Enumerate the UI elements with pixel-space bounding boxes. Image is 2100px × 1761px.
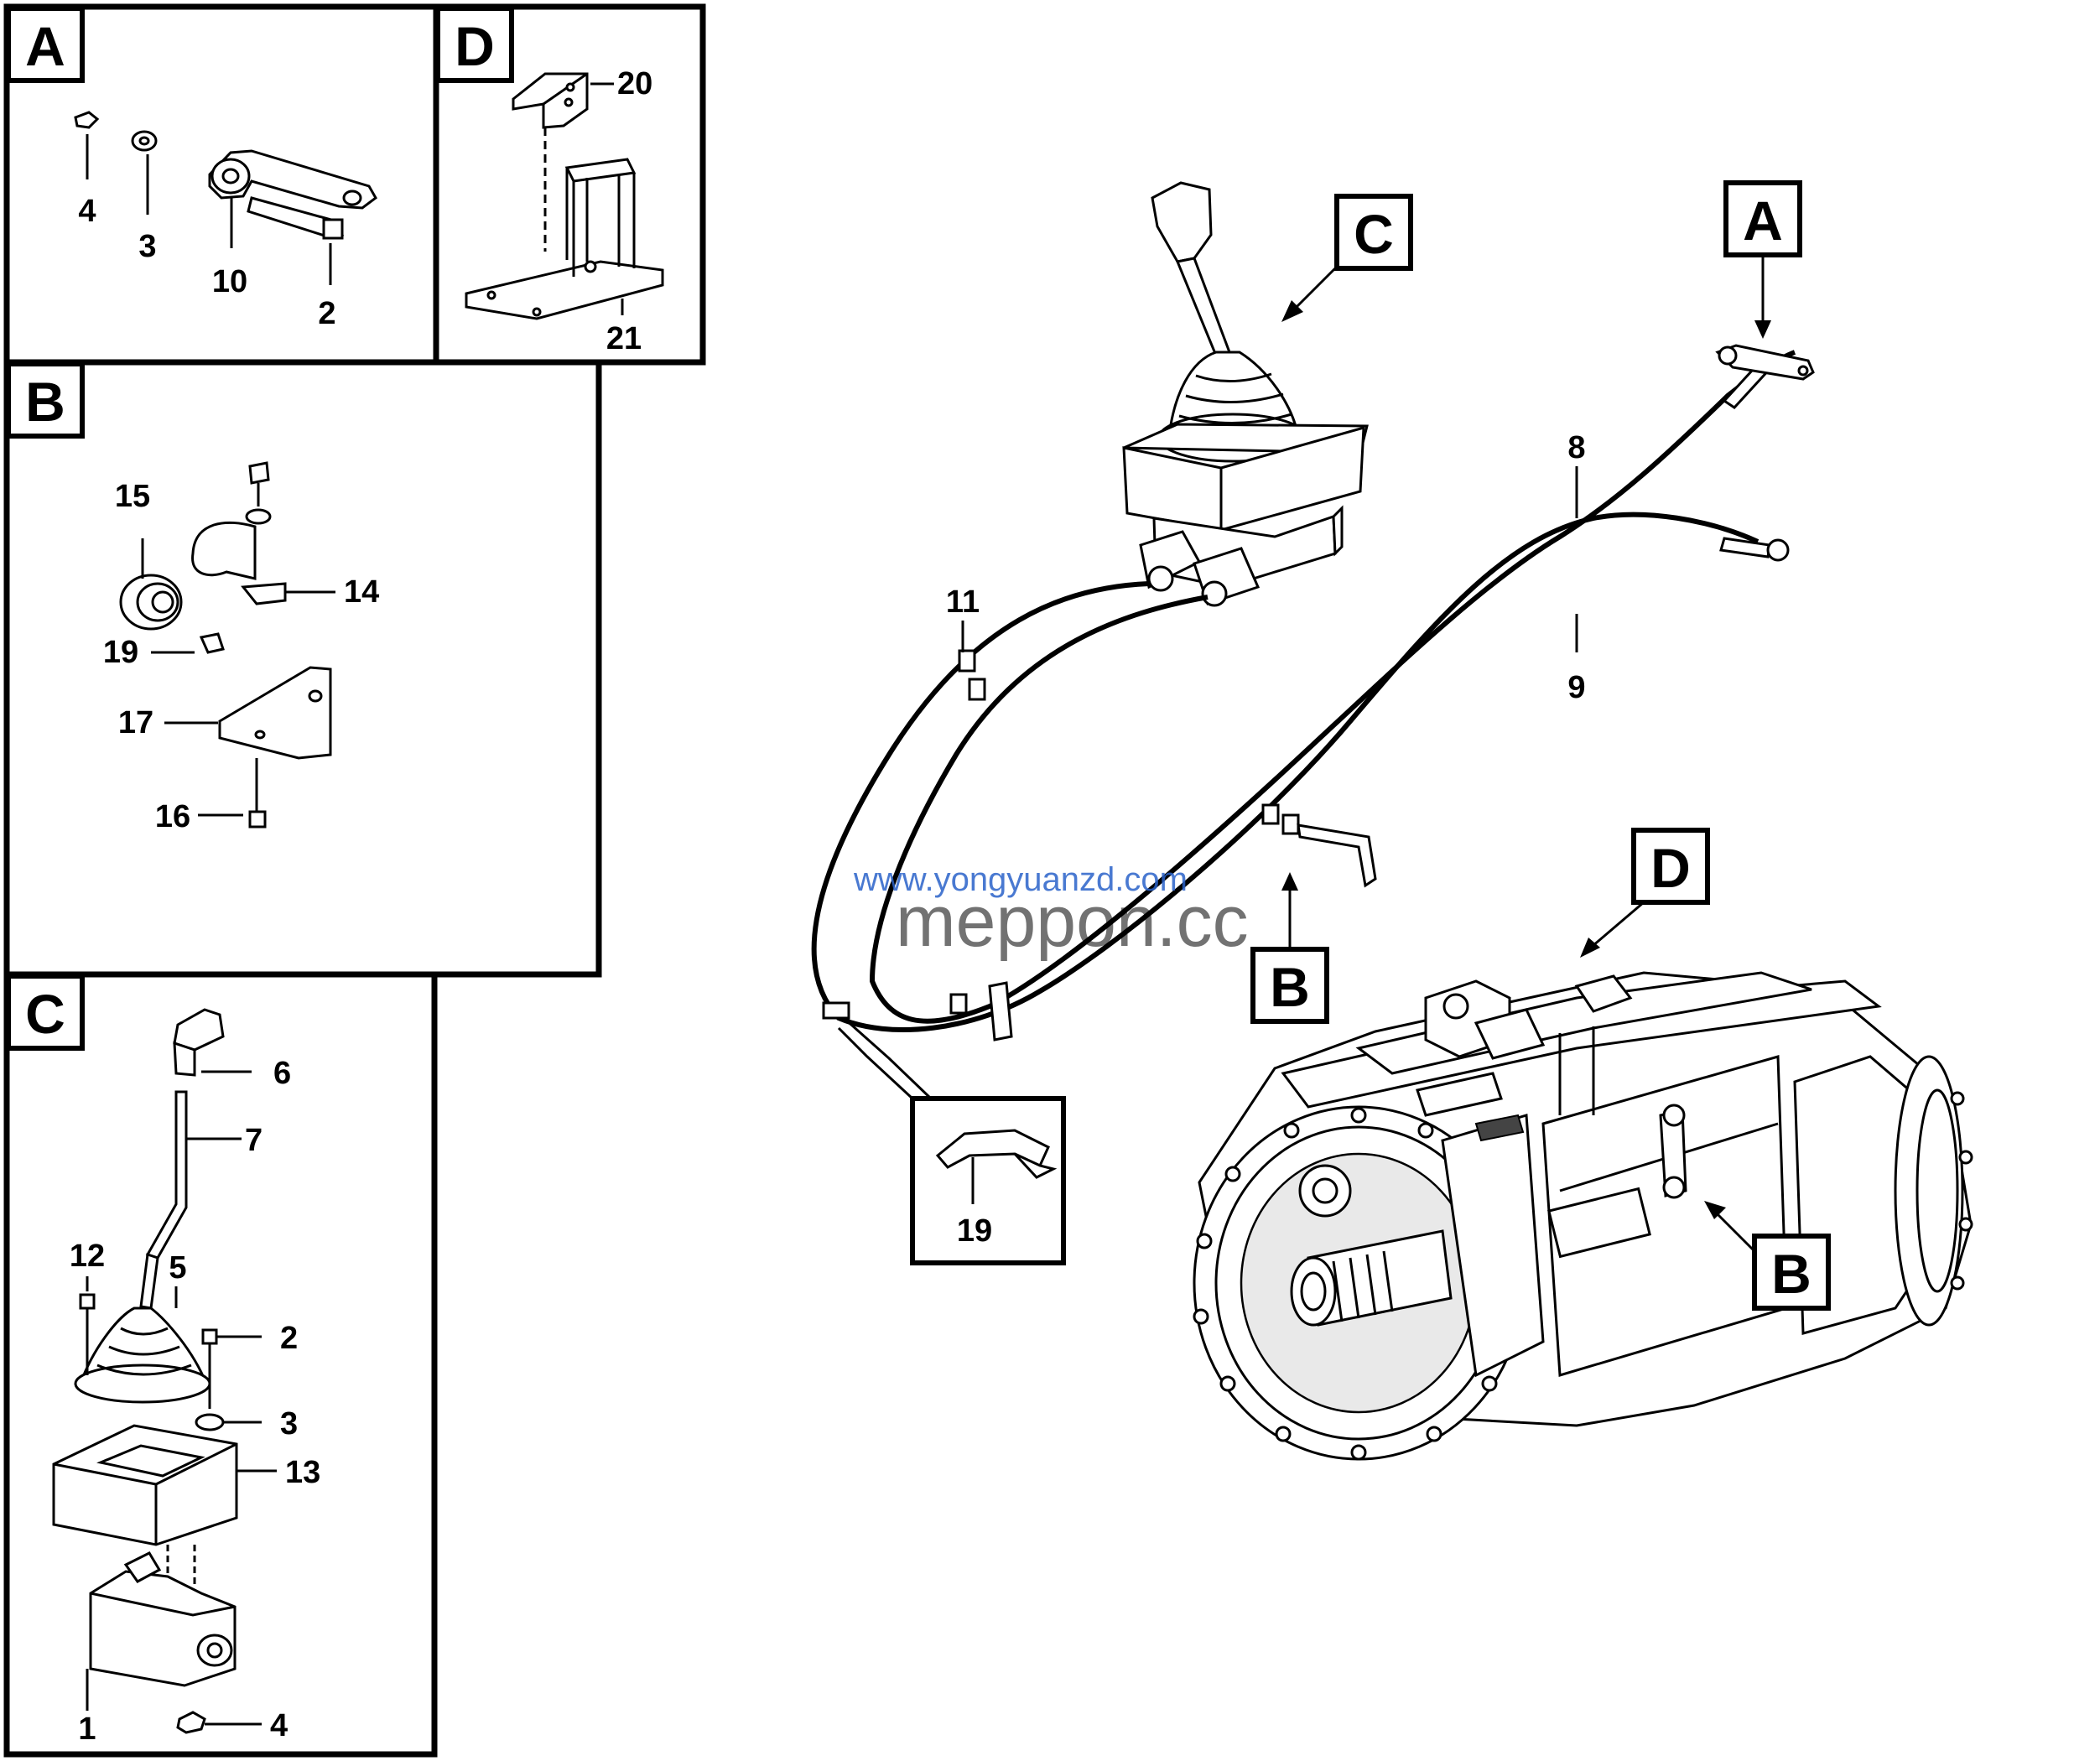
shifter-assembly: [1122, 181, 1369, 607]
panel-c-title: C: [25, 983, 65, 1045]
callout-21: 21: [606, 321, 642, 356]
callout-4: 4: [270, 1708, 288, 1743]
callout-16: 16: [155, 799, 190, 834]
main-callouts: 8 9 11: [946, 430, 1586, 705]
panel-b-frame: [3, 359, 602, 978]
stand-base-part: [465, 260, 664, 320]
cable-clip-19: [822, 1001, 850, 1020]
panel-c-badge: [6, 974, 85, 1051]
tag-d-frame: [1631, 828, 1710, 905]
nut-part-c: [176, 1711, 206, 1734]
main-tag-b-cable: B: [1250, 872, 1329, 1024]
callout-8: 8: [1567, 430, 1585, 465]
panel-b-badge: [6, 361, 85, 439]
main-tag-b-gearbox: B: [1704, 1201, 1831, 1311]
panel-b: B: [3, 359, 602, 978]
shift-knob-part: [1151, 181, 1213, 263]
callout-19: 19: [103, 635, 138, 670]
cable-8: [869, 350, 1796, 1024]
cable-bracket-a: [1715, 344, 1815, 381]
callout-7: 7: [245, 1123, 262, 1158]
cable-bracket-b: [1297, 823, 1377, 888]
shifter-boot-part: [1167, 351, 1300, 438]
shift-rod-part: [1175, 257, 1231, 357]
panel-a-parts: [74, 111, 377, 285]
main-tag-a: A: [1723, 180, 1802, 339]
tag-a-frame: [1723, 180, 1802, 257]
watermark-url: www.yongyuanzd.com: [853, 861, 1188, 898]
support-bracket-part: [218, 666, 332, 760]
panel-d-badge: [435, 6, 514, 83]
bolt-head-part: [248, 461, 270, 485]
nameplate: [1547, 1187, 1651, 1259]
inset-19-frame: [910, 1096, 1066, 1265]
inset-19: 19: [837, 1016, 1066, 1265]
callout-14: 14: [344, 574, 379, 610]
shift-mechanism-part: [89, 1570, 237, 1687]
knob-part: [173, 1008, 225, 1052]
panel-a-title: A: [25, 15, 65, 77]
panel-b-parts: [119, 461, 335, 829]
cable-9: [811, 512, 1760, 1032]
callout-2: 2: [280, 1321, 298, 1356]
nut-part: [74, 111, 100, 129]
transmission-gearbox: [1193, 971, 1973, 1461]
callout-20: 20: [617, 66, 652, 101]
panel-d-callouts: 20 21: [606, 66, 652, 356]
panel-a-callouts: 4 3 10 2: [78, 194, 335, 331]
shift-cables: [811, 344, 1815, 1042]
tag-b-gearbox-frame: [1752, 1234, 1831, 1311]
tag-b-gearbox-label: B: [1771, 1243, 1812, 1305]
callout-4: 4: [78, 194, 96, 229]
callout-11: 11: [946, 584, 980, 620]
callout-19-inset: 19: [957, 1213, 992, 1249]
panel-a-badge: [6, 6, 85, 83]
panel-c: C: [3, 971, 438, 1758]
callout-3: 3: [138, 229, 156, 264]
tag-a-label: A: [1743, 190, 1783, 252]
bracket-part: [208, 149, 377, 210]
callout-5: 5: [169, 1250, 186, 1286]
clamp-part: [191, 521, 257, 580]
callout-17: 17: [118, 705, 153, 740]
callout-1: 1: [78, 1712, 96, 1747]
bolt-part-b: [248, 810, 267, 829]
tag-d-label: D: [1650, 837, 1691, 899]
callout-2: 2: [318, 296, 335, 331]
housing-part: [52, 1424, 238, 1546]
watermark-brand: meppon.cc: [896, 881, 1249, 962]
cable-clip: [958, 649, 976, 673]
callout-9: 9: [1567, 670, 1585, 705]
tag-b-cable-frame: [1250, 947, 1329, 1024]
main-tag-d: D: [1580, 828, 1710, 958]
panel-c-callouts: 6 7 12 5 2 3 13 1 4: [70, 1056, 320, 1747]
gaiter-part: [78, 1306, 209, 1385]
panel-b-title: B: [25, 371, 65, 433]
gear-lever-part: [145, 1090, 188, 1260]
panel-d-parts: [465, 72, 664, 320]
panel-d-title: D: [455, 15, 495, 77]
callout-10: 10: [212, 264, 247, 299]
callout-15: 15: [115, 479, 150, 514]
callout-3: 3: [280, 1406, 298, 1442]
callout-12: 12: [70, 1239, 105, 1274]
callout-13: 13: [285, 1455, 320, 1490]
callout-6: 6: [273, 1056, 291, 1091]
tag-b-cable-label: B: [1270, 956, 1310, 1018]
tag-c-label: C: [1354, 203, 1394, 265]
panel-c-frame: [3, 971, 438, 1758]
panel-b-callouts: 15 14 19 17 16: [103, 479, 379, 834]
nut-part-b: [199, 632, 225, 654]
tag-c-frame: [1334, 194, 1413, 271]
main-tag-c: C: [1281, 194, 1413, 322]
panel-c-parts: [52, 1008, 277, 1734]
